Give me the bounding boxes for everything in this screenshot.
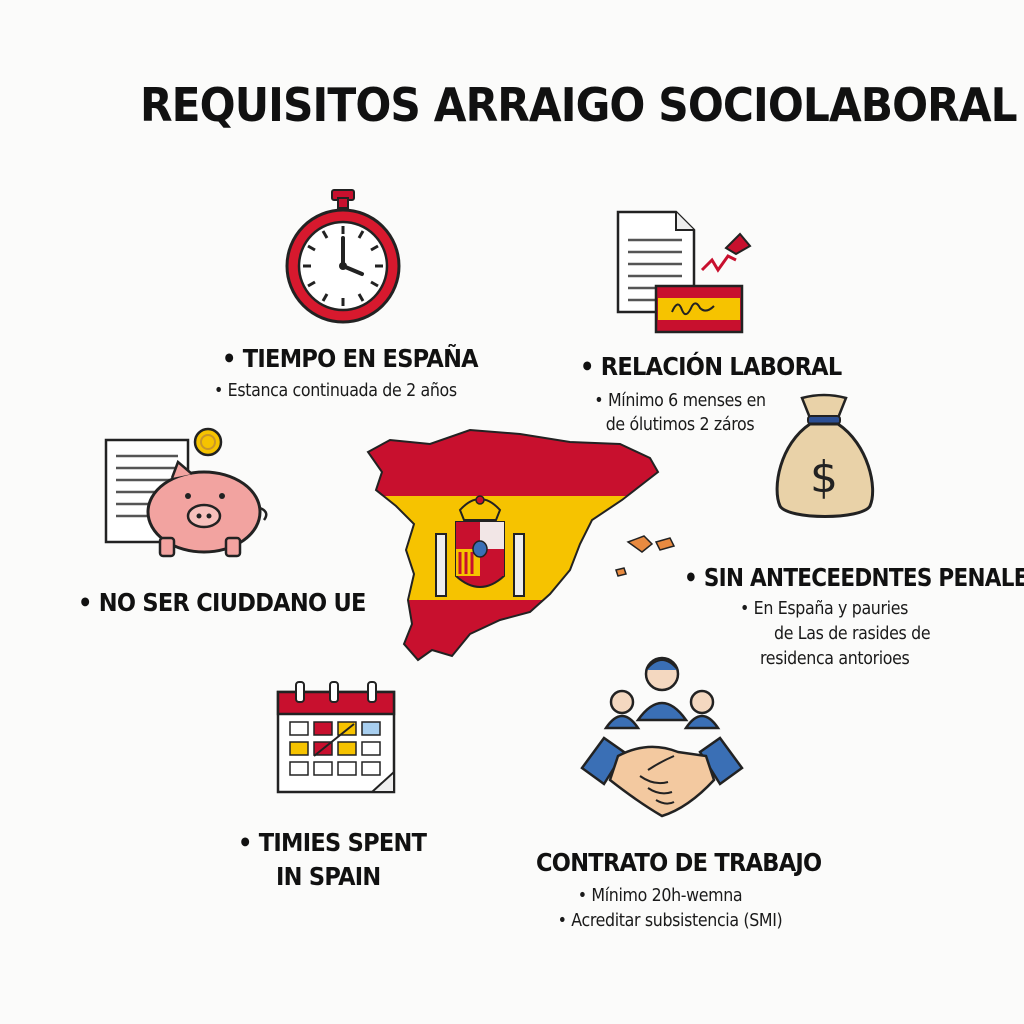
contrato-line-2: • Acreditar subsistencia (SMI) [557,910,783,931]
signed-contract-icon [616,210,752,334]
antecedentes-line-1: • En España y pauries [740,598,908,619]
infographic-title: REQUISITOS ARRAIGO SOCIOLABORAL [140,78,1018,132]
timies-heading-2: IN SPAIN [276,862,381,891]
tiempo-heading: • TIEMPO EN ESPAÑA [222,344,479,373]
money-bag-icon: $ [775,393,875,518]
relacion-heading: • RELACIÓN LABORAL [580,352,842,381]
contrato-heading: CONTRATO DE TRABAJO [536,848,822,877]
handshake-people-icon [580,656,744,818]
tiempo-line-1: • Estanca continuada de 2 años [214,380,457,401]
stopwatch-icon [285,189,401,324]
relacion-line-2: de ólutimos 2 záros [605,414,755,435]
antecedentes-line-2: de Las de rasides de [774,623,931,644]
contrato-line-1: • Mínimo 20h-wemna [577,885,743,906]
spain-flag-map-icon [366,428,676,662]
no-ue-heading: • NO SER CIUDDANO UE [78,588,366,617]
timies-heading-1: • TIMIES SPENT [238,828,427,857]
antecedentes-heading: • SIN ANTECEEDNTES PENALES [684,563,1024,592]
antecedentes-line-3: residenca antorioes [760,648,910,669]
relacion-line-1: • Mínimo 6 menses en [594,390,766,411]
svg-text:$: $ [810,452,838,503]
piggy-bank-documents-icon [104,427,268,558]
calendar-icon [276,681,396,794]
